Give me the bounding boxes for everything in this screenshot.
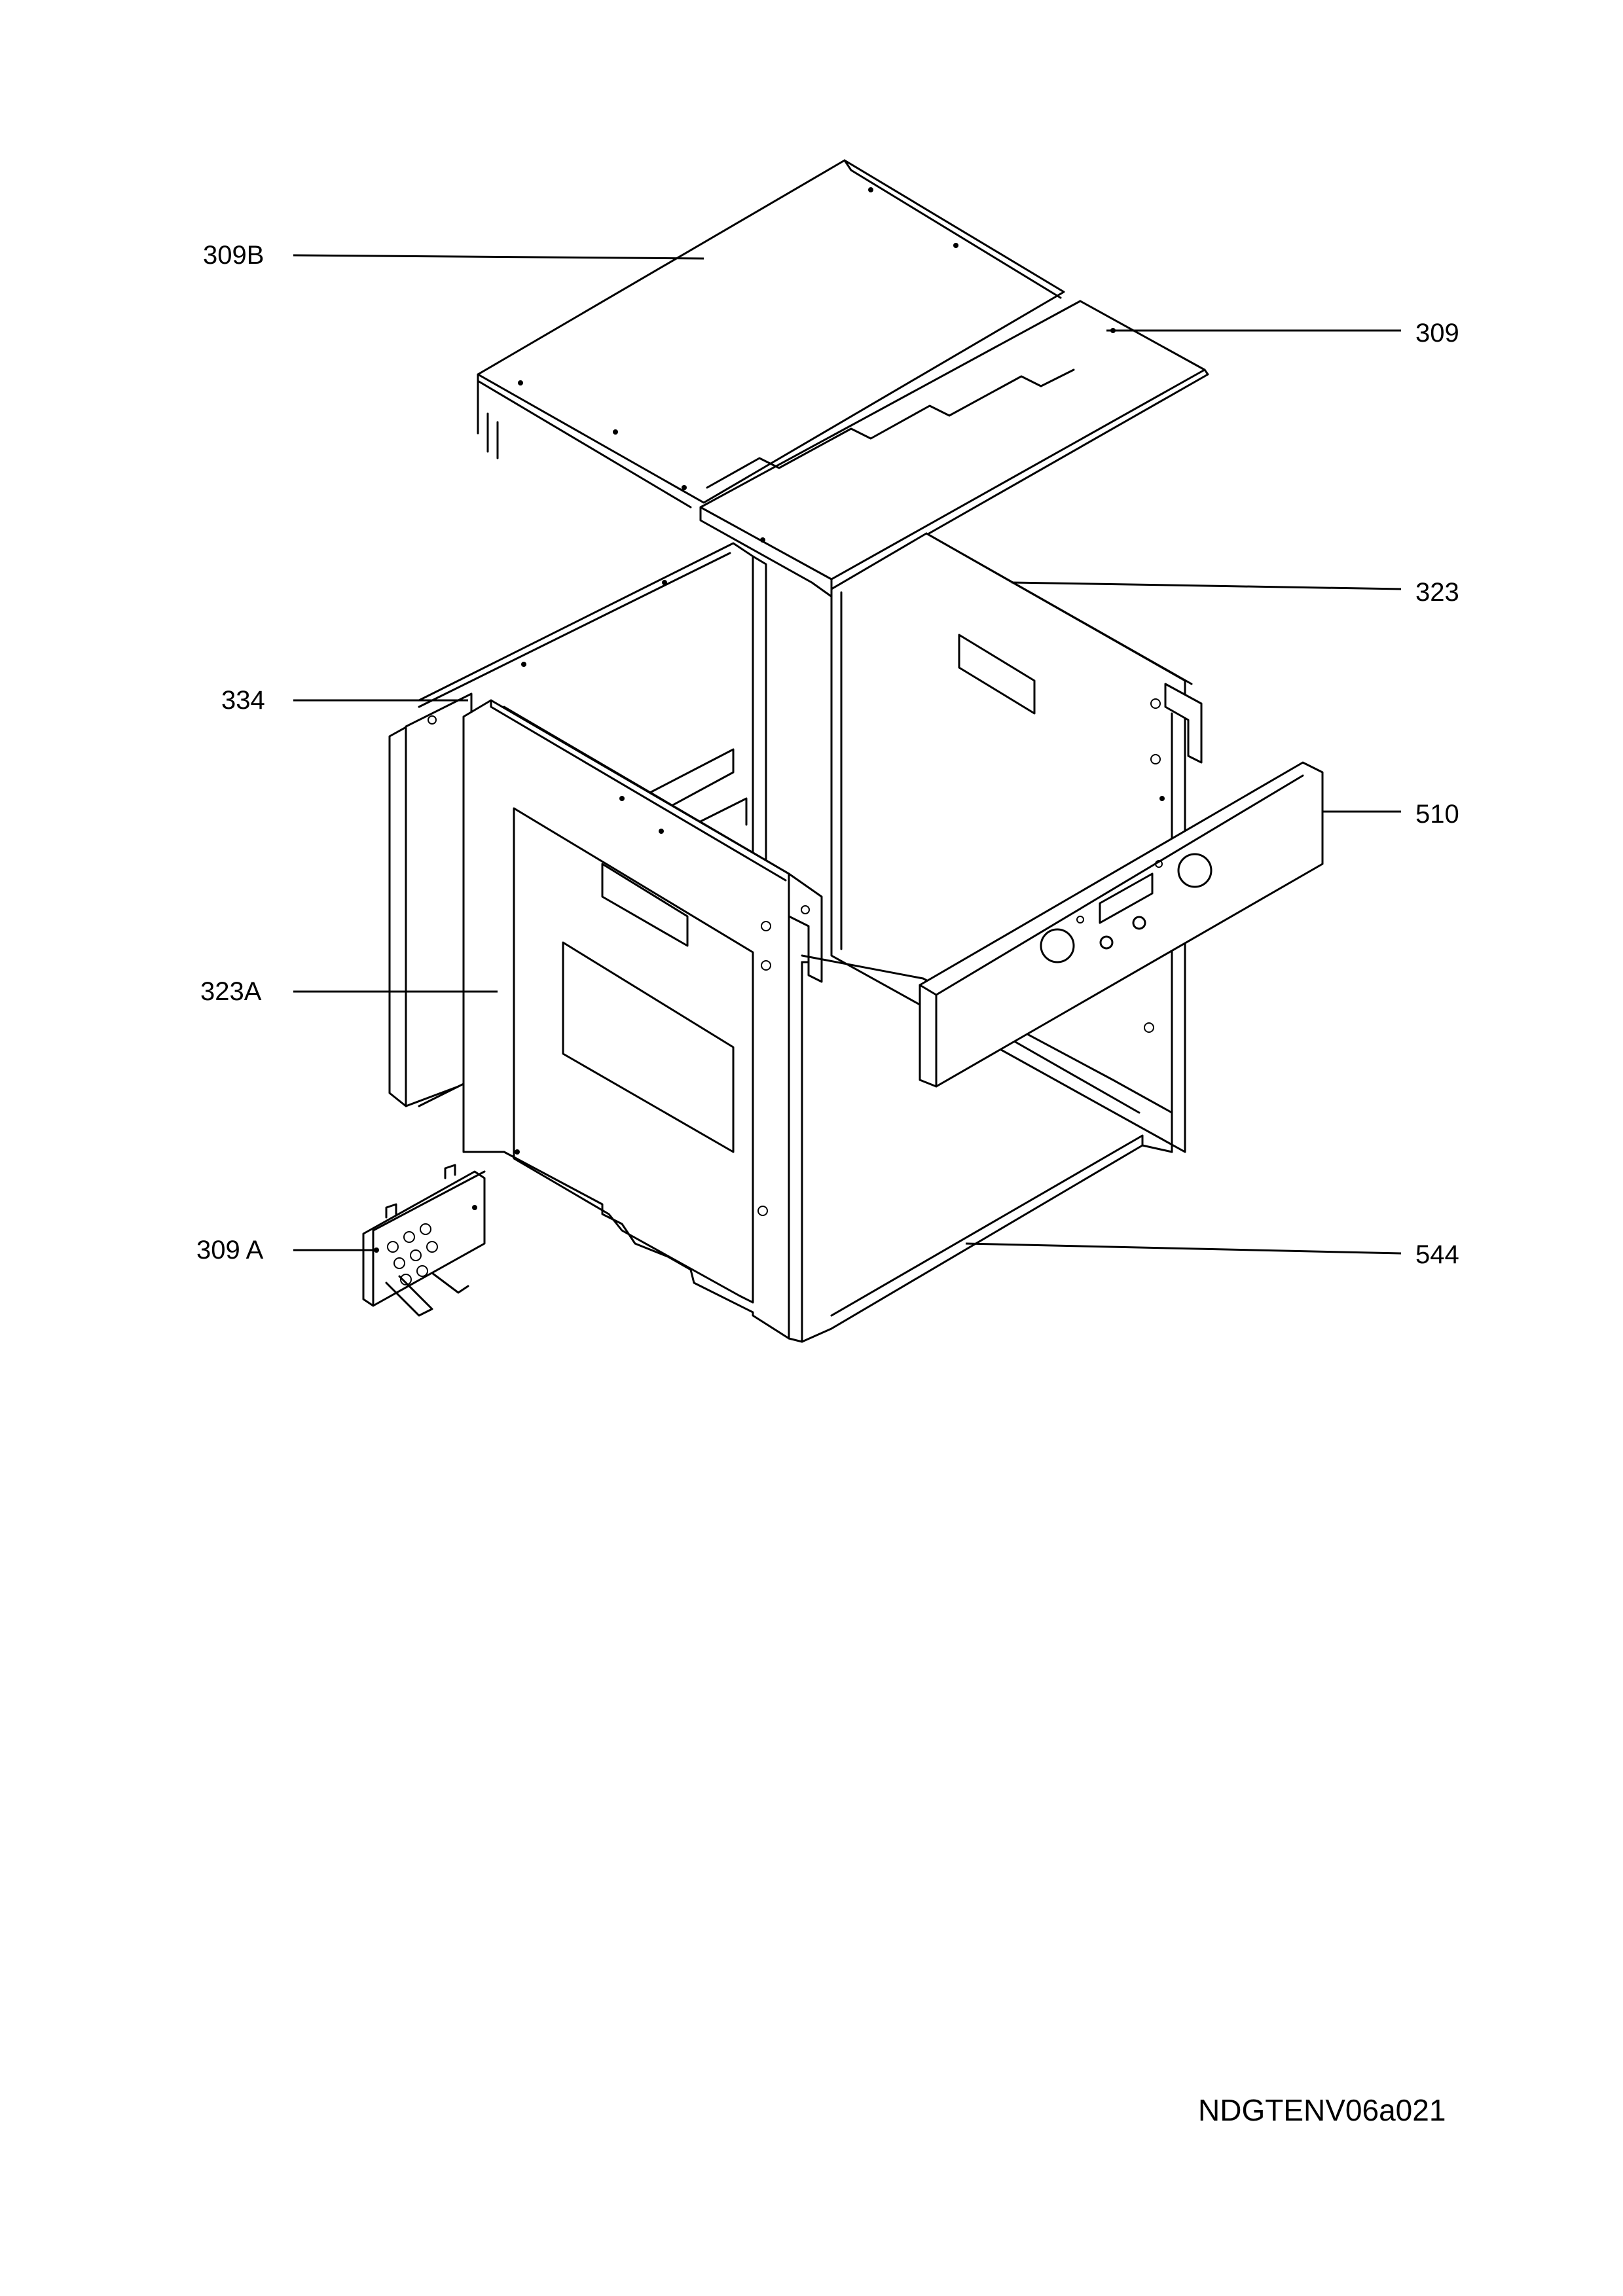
part-309-front-top-cover xyxy=(699,300,1209,600)
leader-lines xyxy=(293,254,1402,1255)
document-code: NDGTENV06a021 xyxy=(1198,2093,1446,2127)
label-323: 323 xyxy=(1415,578,1459,607)
label-323A: 323A xyxy=(200,977,262,1006)
leader-323 xyxy=(1011,581,1402,590)
label-544: 544 xyxy=(1415,1240,1459,1269)
label-309B: 309B xyxy=(203,241,264,270)
part-323A-left-side-panel xyxy=(462,699,823,1343)
part-309A-bracket xyxy=(362,1164,486,1317)
part-334-rear-panel xyxy=(388,692,473,1107)
part-309B-rear-top-cover xyxy=(477,159,1065,509)
part-323-right-side-panel xyxy=(830,532,1203,1153)
label-309: 309 xyxy=(1415,319,1459,348)
rear-frame xyxy=(418,542,767,885)
label-334: 334 xyxy=(221,686,265,715)
part-510-control-panel xyxy=(919,761,1324,1088)
label-309A: 309 A xyxy=(196,1236,264,1265)
label-510: 510 xyxy=(1415,800,1459,829)
leader-544 xyxy=(965,1242,1402,1255)
leader-309B xyxy=(293,254,704,260)
